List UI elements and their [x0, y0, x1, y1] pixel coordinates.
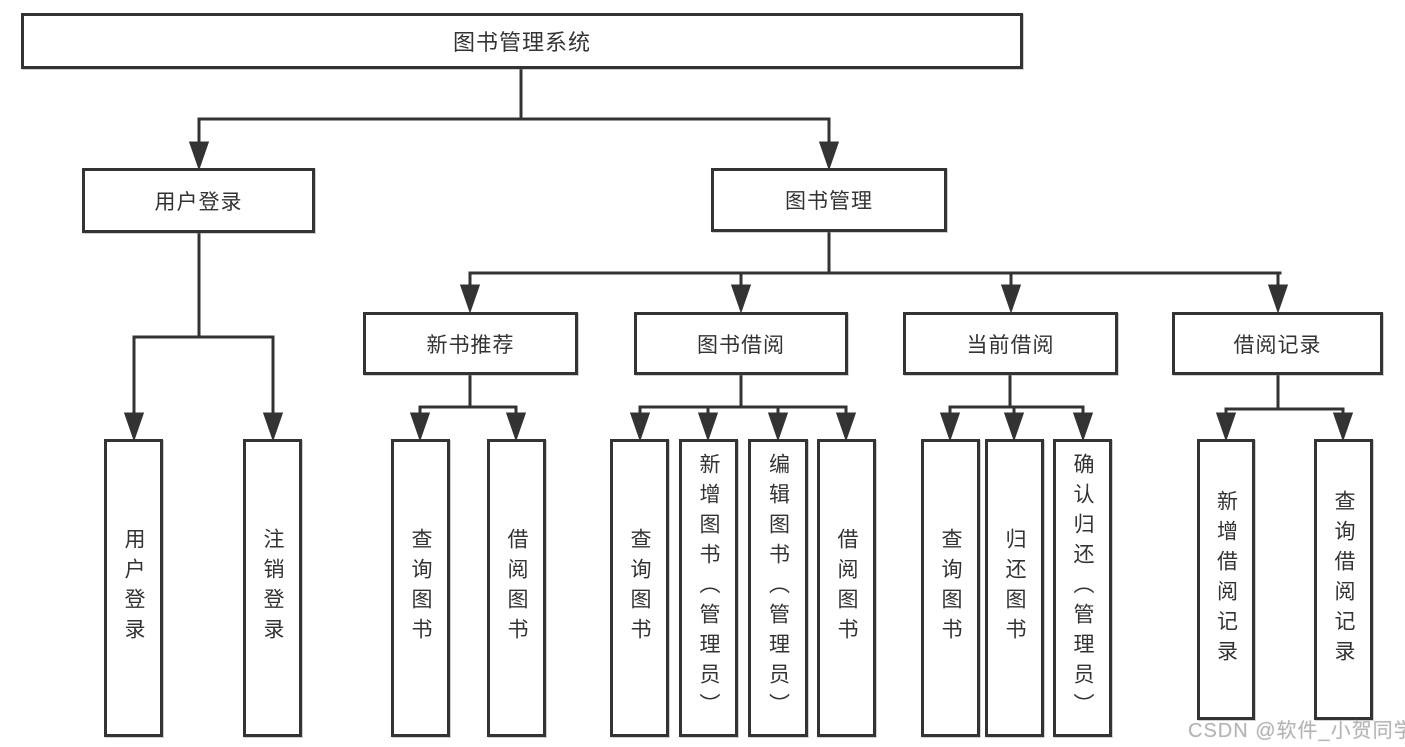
node-book-borrow: 图书借阅	[634, 312, 848, 375]
leaf-recommend-query-books-label: 查询图书	[409, 528, 432, 648]
node-borrow-records: 借阅记录	[1172, 312, 1383, 375]
connector-user-login-to-leaves	[123, 231, 284, 442]
node-book-borrow-label: 图书借阅	[697, 333, 785, 357]
arrow-down-icon	[767, 407, 789, 442]
leaf-edit-books-admin: 编辑图书（管理员）	[748, 439, 808, 737]
leaf-logout: 注销登录	[243, 439, 302, 737]
leaf-add-books-admin: 新增图书（管理员）	[679, 439, 738, 737]
arrow-down-icon	[1215, 409, 1237, 442]
leaf-user-login-label: 用户登录	[122, 528, 145, 648]
node-user-login-label: 用户登录	[154, 190, 243, 214]
node-current-borrow-label: 当前借阅	[966, 333, 1055, 357]
leaf-confirm-return-admin: 确认归还（管理员）	[1053, 439, 1112, 737]
node-library-system-label: 图书管理系统	[452, 30, 591, 55]
connector-book-management-to-level3	[459, 231, 1289, 314]
leaf-add-books-admin-label: 新增图书（管理员）	[697, 453, 720, 723]
leaf-return-books: 归还图书	[985, 439, 1044, 737]
arrow-down-icon	[1000, 273, 1022, 314]
leaf-query-borrow-record: 查询借阅记录	[1314, 439, 1373, 720]
connector-current-borrow-to-leaves	[939, 374, 1094, 442]
leaf-borrow-query-books-label: 查询图书	[628, 528, 651, 648]
arrow-down-icon	[697, 407, 719, 442]
arrow-down-icon	[188, 119, 210, 171]
node-new-book-recommend-label: 新书推荐	[426, 333, 515, 357]
connector-root-to-level2	[188, 67, 840, 171]
arrow-down-icon	[1267, 273, 1289, 314]
watermark-text: CSDN @软件_小贺同学	[1188, 720, 1405, 742]
arrow-down-icon	[1332, 409, 1354, 442]
leaf-recommend-borrow-books: 借阅图书	[487, 439, 546, 737]
leaf-return-books-label: 归还图书	[1003, 528, 1026, 648]
leaf-current-query-books: 查询图书	[921, 439, 980, 737]
node-current-borrow: 当前借阅	[903, 312, 1118, 375]
leaf-logout-label: 注销登录	[261, 528, 284, 648]
leaf-current-query-books-label: 查询图书	[939, 528, 962, 648]
arrow-down-icon	[818, 119, 840, 171]
node-user-login: 用户登录	[82, 168, 315, 233]
arrow-down-icon	[629, 407, 651, 442]
node-book-management: 图书管理	[711, 168, 947, 232]
leaf-query-borrow-record-label: 查询借阅记录	[1332, 489, 1355, 670]
node-new-book-recommend: 新书推荐	[363, 312, 578, 375]
leaf-edit-books-admin-label: 编辑图书（管理员）	[766, 453, 790, 723]
leaf-confirm-return-admin-label: 确认归还（管理员）	[1071, 453, 1094, 723]
leaf-borrow-query-books: 查询图书	[610, 439, 669, 737]
node-book-management-label: 图书管理	[785, 190, 873, 213]
arrow-down-icon	[1003, 407, 1025, 442]
arrow-down-icon	[730, 273, 752, 314]
leaf-user-login: 用户登录	[104, 439, 163, 737]
node-borrow-records-label: 借阅记录	[1233, 333, 1322, 357]
connector-borrow-records-to-leaves	[1215, 374, 1354, 442]
leaf-recommend-borrow-books-label: 借阅图书	[505, 528, 528, 648]
arrow-down-icon	[123, 337, 145, 442]
leaf-add-borrow-record-label: 新增借阅记录	[1214, 489, 1238, 670]
node-library-system: 图书管理系统	[21, 13, 1023, 69]
leaf-add-borrow-record: 新增借阅记录	[1197, 439, 1255, 720]
leaf-borrow-books: 借阅图书	[817, 439, 876, 737]
connector-new-book-recommend-to-leaves	[409, 374, 527, 442]
arrow-down-icon	[939, 407, 961, 442]
connector-book-borrow-to-leaves	[629, 374, 857, 442]
arrow-down-icon	[262, 337, 284, 442]
arrow-down-icon	[505, 407, 527, 442]
arrow-down-icon	[409, 407, 431, 442]
leaf-borrow-books-label: 借阅图书	[835, 528, 858, 648]
arrow-down-icon	[835, 407, 857, 442]
arrow-down-icon	[459, 273, 481, 314]
arrow-down-icon	[1072, 407, 1094, 442]
leaf-recommend-query-books: 查询图书	[391, 439, 450, 737]
